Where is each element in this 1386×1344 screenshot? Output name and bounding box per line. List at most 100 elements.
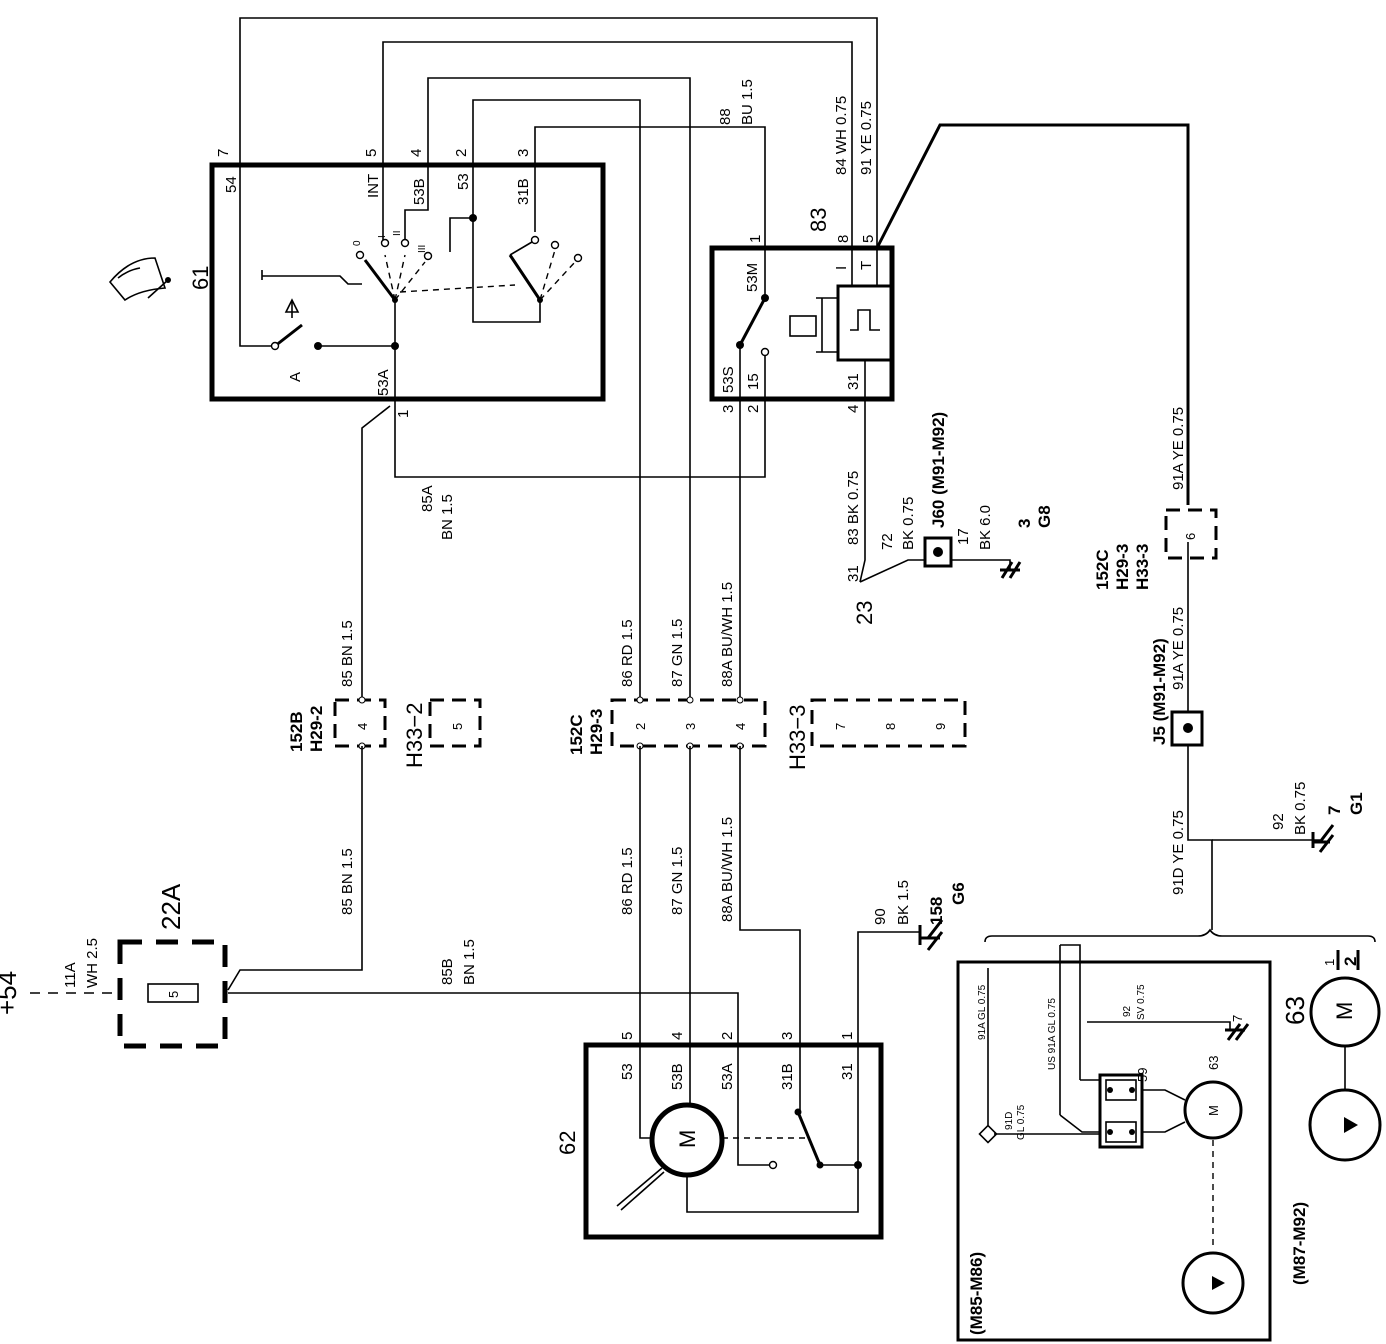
splice-j5-label: J5 (M91-M92) <box>1150 638 1169 745</box>
pin-7: 7 <box>215 149 232 157</box>
inset-title: (M85-M86) <box>967 1252 986 1335</box>
splice-j60: 72 BK 0.75 J60 (M91-M92) 17 BK 6.0 3 G8 <box>859 412 1054 583</box>
washer-pump-inset: (M85-M86) M 59 63 91A GL 0.75 US 91A GL … <box>956 928 1376 1342</box>
fuse-number: 5 <box>166 991 181 998</box>
term-a: A <box>287 372 304 382</box>
conn-h33-2-label: H33−2 <box>402 703 427 768</box>
inset-wire-92-sv: SV 0.75 <box>1136 984 1147 1020</box>
inset-63: 63 <box>1206 1056 1221 1070</box>
term-53a: 53A <box>375 369 392 396</box>
wire-87-top-label: 87 GN 1.5 <box>669 619 686 687</box>
pin-3: 3 <box>515 149 532 157</box>
wire-85a-spec: BN 1.5 <box>439 494 456 540</box>
wire-91-label: 91 YE 0.75 <box>858 101 875 175</box>
term-53m: 53M <box>744 263 761 292</box>
pin-4: 4 <box>845 405 862 413</box>
conn-h33-3-right: H33-3 <box>1133 544 1152 590</box>
term-54: 54 <box>223 176 240 193</box>
pin-1: 1 <box>395 410 412 418</box>
wire-86-top-label: 86 RD 1.5 <box>619 619 636 687</box>
component-83-label: 83 <box>806 208 831 232</box>
wire-11a-label: 11A <box>62 962 79 988</box>
wire-87-bot-label: 87 GN 1.5 <box>669 847 686 915</box>
conn-pin-4b: 4 <box>733 723 748 730</box>
wire-88-label: 88 <box>717 108 734 125</box>
term-t: T <box>858 261 875 270</box>
term-15: 15 <box>745 373 762 390</box>
pin-1: 1 <box>747 235 764 243</box>
wiper-icon <box>108 257 171 302</box>
conn-pin-3: 3 <box>683 723 698 730</box>
conn-152c-label: 152C <box>567 714 586 755</box>
supply-plus54: +54 <box>0 971 22 1015</box>
wire-85a-label: 85A <box>419 485 436 512</box>
term-53: 53 <box>455 173 472 190</box>
conn-pin-7: 7 <box>833 723 848 730</box>
inset-motor-m: M <box>1206 1105 1221 1116</box>
pin-3: 3 <box>779 1032 796 1040</box>
wire-90-label: 90 <box>872 908 889 925</box>
term-53b: 53B <box>411 178 428 205</box>
ground-g8-label: G8 <box>1035 505 1054 528</box>
pos-iii: III <box>417 245 428 253</box>
wire-85-top-label: 85 BN 1.5 <box>339 620 356 687</box>
term-31b: 31B <box>779 1063 796 1090</box>
term-53: 53 <box>619 1063 636 1080</box>
pin-2: 2 <box>453 149 470 157</box>
ground-158-label: 158 <box>927 897 946 925</box>
conn-pin-6: 6 <box>1183 533 1198 540</box>
term-53s: 53S <box>720 366 737 393</box>
wire-91d-label: 91D YE 0.75 <box>1170 810 1187 895</box>
mid-wiring: 85A BN 1.5 85 BN 1.5 86 RD 1.5 87 GN 1.5… <box>339 79 877 700</box>
conn-152c-right: 152C <box>1093 549 1112 590</box>
pump-motor-alt: M 1 2 63 (M87-M92) <box>1280 950 1382 1285</box>
conn-pin-2: 2 <box>633 723 648 730</box>
inset-ground-7: 7 <box>1230 1015 1245 1022</box>
conn-pin-9: 9 <box>933 723 948 730</box>
alt-pin-1: 1 <box>1322 959 1337 966</box>
component-22a-label: 22A <box>156 883 186 930</box>
wire-72-label: 72 <box>879 533 896 550</box>
term-31: 31 <box>839 1063 856 1080</box>
relay-83: 83 1 8 5 3 2 4 53M 53S 15 31 I T <box>709 208 895 413</box>
conn-152b-label: 152B <box>287 711 306 752</box>
term-int: INT <box>365 174 382 198</box>
conn-h29-3-label: H29-3 <box>587 709 606 755</box>
pin-3: 3 <box>720 405 737 413</box>
motor-symbol: M <box>675 1130 700 1148</box>
wire-92-label: 92 <box>1270 813 1287 830</box>
conn-h33-3-label: H33−3 <box>785 705 810 770</box>
wire-72-spec: BK 0.75 <box>900 497 917 550</box>
wiper-motor-62: 62 5 4 2 3 1 53 53B 53A 31B 31 M <box>555 1032 884 1240</box>
conn-h29-3-right: H29-3 <box>1113 544 1132 590</box>
ground-3-label: 3 <box>1015 519 1034 528</box>
pin-2: 2 <box>745 405 762 413</box>
pin-5: 5 <box>860 235 877 243</box>
alt-pin-2: 2 <box>1341 957 1360 966</box>
component-61-label: 61 <box>188 266 213 290</box>
inset-wire-91a-us: US 91A GL 0.75 <box>1047 998 1058 1070</box>
pin-4: 4 <box>408 149 425 157</box>
ground-g1-label: G1 <box>1347 792 1366 815</box>
wire-88a-top-label: 88A BU/WH 1.5 <box>719 582 736 687</box>
alt-motor-m: M <box>1332 1002 1357 1020</box>
wire-88-spec: BU 1.5 <box>739 79 756 125</box>
wire-88a-bot-label: 88A BU/WH 1.5 <box>719 817 736 922</box>
pin-4: 4 <box>669 1032 686 1040</box>
lower-wiring: 85 BN 1.5 86 RD 1.5 87 GN 1.5 88A BU/WH … <box>0 746 968 1045</box>
ground-g6-label: G6 <box>949 882 968 905</box>
right-wiring: 6 91A YE 0.75 91A YE 0.75 91D YE 0.75 15… <box>1093 407 1366 930</box>
wire-17-spec: BK 6.0 <box>977 505 994 550</box>
wire-31-label: 31 <box>845 565 862 582</box>
wiper-switch-61: 7 5 4 2 3 54 INT 53B 53 31B 0 I II III <box>108 149 606 418</box>
pos-ii: II <box>392 230 403 236</box>
term-53a: 53A <box>719 1063 736 1090</box>
conn-h29-2-label: H29-2 <box>307 706 326 752</box>
wire-91a-mid-label: 91A YE 0.75 <box>1170 607 1187 690</box>
conn-pin-4: 4 <box>355 723 370 730</box>
term-i: I <box>833 266 850 270</box>
pin-8: 8 <box>835 235 852 243</box>
conn-pin-8: 8 <box>883 723 898 730</box>
wire-86-bot-label: 86 RD 1.5 <box>619 847 636 915</box>
